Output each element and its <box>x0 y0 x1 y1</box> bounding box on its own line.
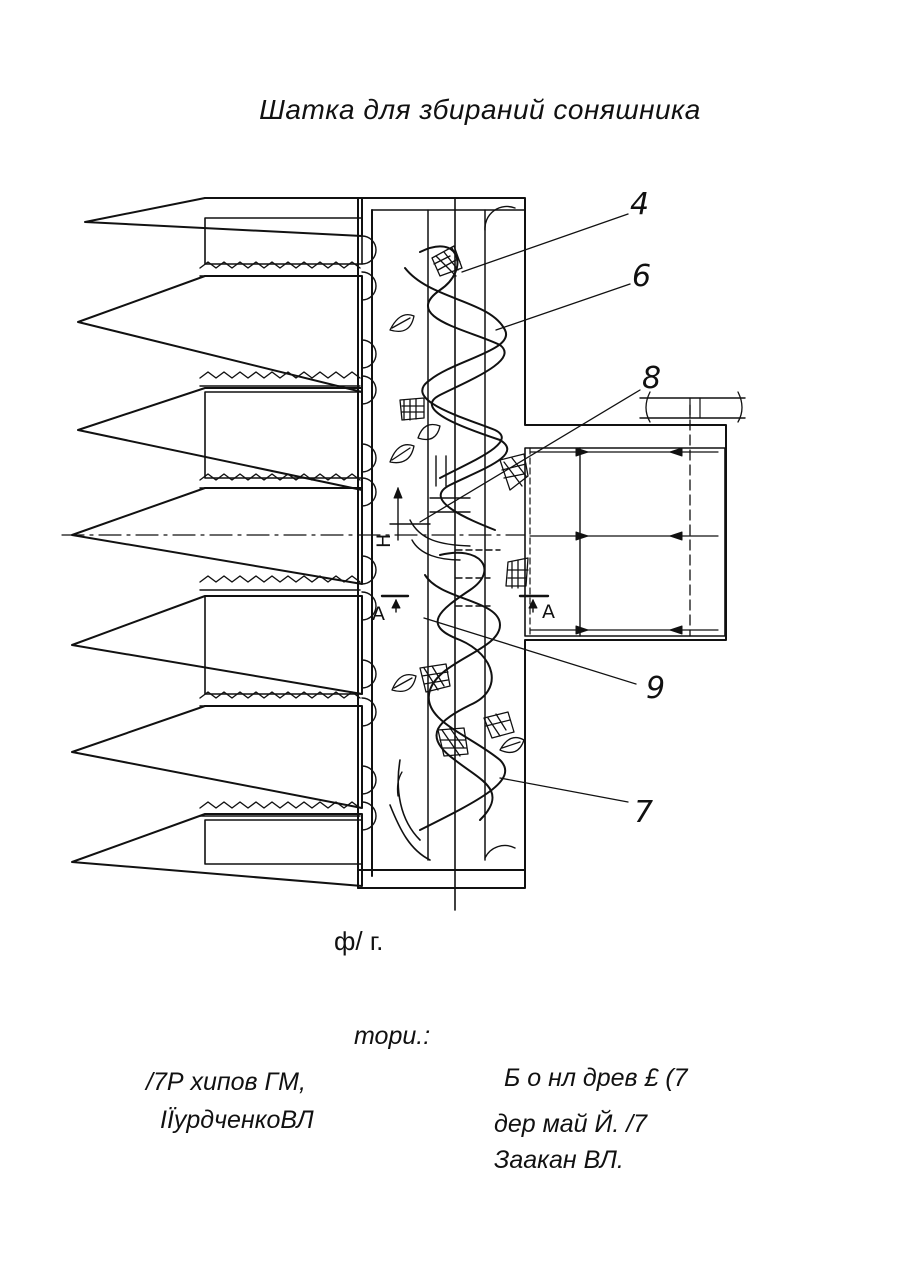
conveyor <box>525 392 745 636</box>
divider-1 <box>85 198 362 236</box>
divider-4 <box>72 488 362 584</box>
figure-caption: ф/ г. <box>334 926 383 957</box>
callout-9: 9 <box>646 671 665 706</box>
divider-7 <box>72 814 362 886</box>
callout-8: 8 <box>642 361 661 396</box>
author-1: /7Р хипов ГМ, <box>146 1068 306 1097</box>
row-channels <box>205 218 362 864</box>
authors-heading: тори.: <box>354 1022 430 1051</box>
row-dividers <box>72 198 362 886</box>
sunflower-head <box>420 664 450 692</box>
sunflower-heads <box>400 246 528 756</box>
divider-5 <box>72 596 362 694</box>
author-3: Б о нл древ £ (7 <box>504 1064 688 1093</box>
sunflower-head <box>400 398 424 420</box>
callout-6: 6 <box>632 259 651 294</box>
author-5: Заакан ВЛ. <box>494 1146 624 1175</box>
section-mark-right: А <box>542 601 555 623</box>
callout-7: 7 <box>634 795 653 830</box>
dimension-h <box>390 488 430 540</box>
author-4: дер май Й. /7 <box>494 1110 647 1139</box>
author-2: ІЇурдченкоВЛ <box>160 1106 314 1135</box>
callout-4: 4 <box>630 187 649 222</box>
sprockets <box>362 236 376 830</box>
dimension-h-label: Н <box>373 534 395 548</box>
sunflower-head <box>484 712 514 738</box>
chain-strips <box>200 262 360 816</box>
sunflower-head <box>438 728 468 756</box>
divider-6 <box>72 706 362 808</box>
auger-flights <box>390 246 507 860</box>
section-mark-left: А <box>372 603 385 625</box>
